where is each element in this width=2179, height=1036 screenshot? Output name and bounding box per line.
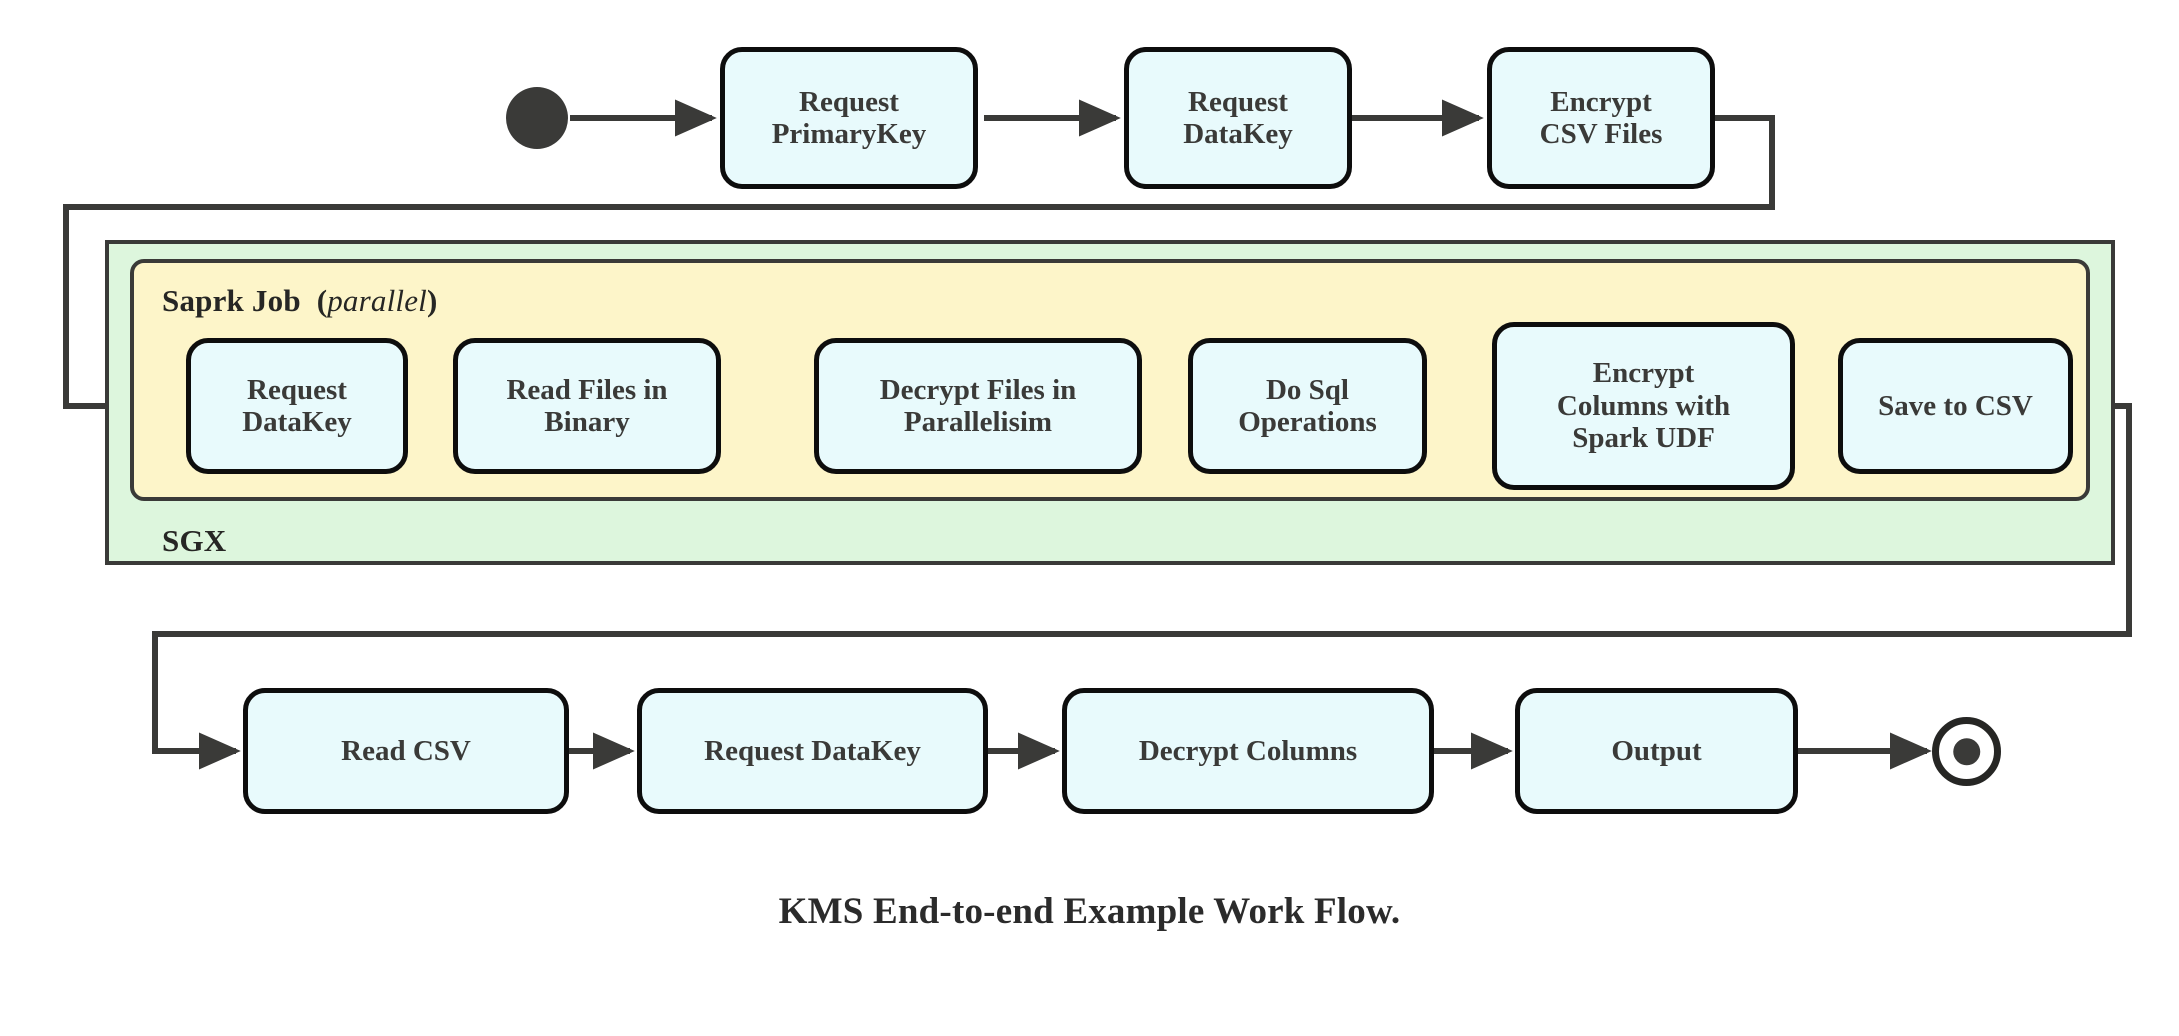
node-line: Decrypt Columns bbox=[1138, 734, 1358, 767]
container-sgx-label: SGX bbox=[162, 523, 226, 559]
node-read-csv[interactable]: Read CSV bbox=[243, 688, 569, 814]
node-encrypt-csv-files[interactable]: Encrypt CSV Files bbox=[1487, 47, 1715, 189]
node-line: Read Files in bbox=[506, 373, 668, 406]
node-decrypt-files-in-parallelisim[interactable]: Decrypt Files in Parallelisim bbox=[814, 338, 1142, 474]
node-line: Decrypt Files in bbox=[879, 373, 1077, 406]
node-line: Read CSV bbox=[341, 734, 471, 767]
node-request-primarykey[interactable]: Request PrimaryKey bbox=[720, 47, 978, 189]
end-node bbox=[1932, 717, 2001, 786]
node-line: Binary bbox=[544, 406, 630, 438]
node-line: Columns with bbox=[1556, 389, 1731, 422]
caption-text: KMS End-to-end Example Work Flow. bbox=[778, 891, 1401, 932]
node-line: Output bbox=[1611, 734, 1702, 767]
node-do-sql-operations[interactable]: Do Sql Operations bbox=[1188, 338, 1427, 474]
node-request-datakey-top[interactable]: Request DataKey bbox=[1124, 47, 1352, 189]
spark-label-paren-open: ( bbox=[316, 283, 328, 318]
node-line: Request bbox=[799, 85, 899, 118]
node-line: Parallelisim bbox=[903, 406, 1053, 438]
node-output[interactable]: Output bbox=[1515, 688, 1798, 814]
node-line: PrimaryKey bbox=[771, 118, 927, 150]
node-read-files-in-binary[interactable]: Read Files in Binary bbox=[453, 338, 721, 474]
node-line: Save to CSV bbox=[1878, 389, 2033, 422]
node-line: Request bbox=[247, 373, 347, 406]
spark-label-bold: Saprk Job bbox=[162, 283, 301, 318]
node-encrypt-columns-with-spark-udf[interactable]: Encrypt Columns with Spark UDF bbox=[1492, 322, 1795, 490]
node-line: DataKey bbox=[1183, 118, 1293, 150]
node-line: Operations bbox=[1238, 406, 1377, 438]
node-request-datakey-bottom[interactable]: Request DataKey bbox=[637, 688, 988, 814]
node-line: Spark UDF bbox=[1572, 422, 1715, 455]
spark-label-paren-close: ) bbox=[426, 283, 438, 318]
node-line: Request bbox=[1188, 85, 1288, 118]
spark-label-italic: parallel bbox=[327, 283, 427, 318]
node-line: CSV Files bbox=[1539, 118, 1663, 150]
diagram-caption: KMS End-to-end Example Work Flow. bbox=[0, 890, 2179, 933]
node-save-to-csv[interactable]: Save to CSV bbox=[1838, 338, 2073, 474]
node-line: Do Sql bbox=[1265, 373, 1349, 406]
node-line: Request DataKey bbox=[704, 734, 921, 767]
container-spark-job-label: Saprk Job (parallel) bbox=[162, 283, 438, 319]
node-line: Encrypt bbox=[1550, 85, 1652, 118]
node-line: Encrypt bbox=[1592, 357, 1695, 390]
sgx-label-text: SGX bbox=[162, 523, 227, 558]
node-line: DataKey bbox=[242, 406, 352, 438]
start-node bbox=[506, 87, 568, 149]
node-request-datakey-spark[interactable]: Request DataKey bbox=[186, 338, 408, 474]
node-decrypt-columns[interactable]: Decrypt Columns bbox=[1062, 688, 1434, 814]
